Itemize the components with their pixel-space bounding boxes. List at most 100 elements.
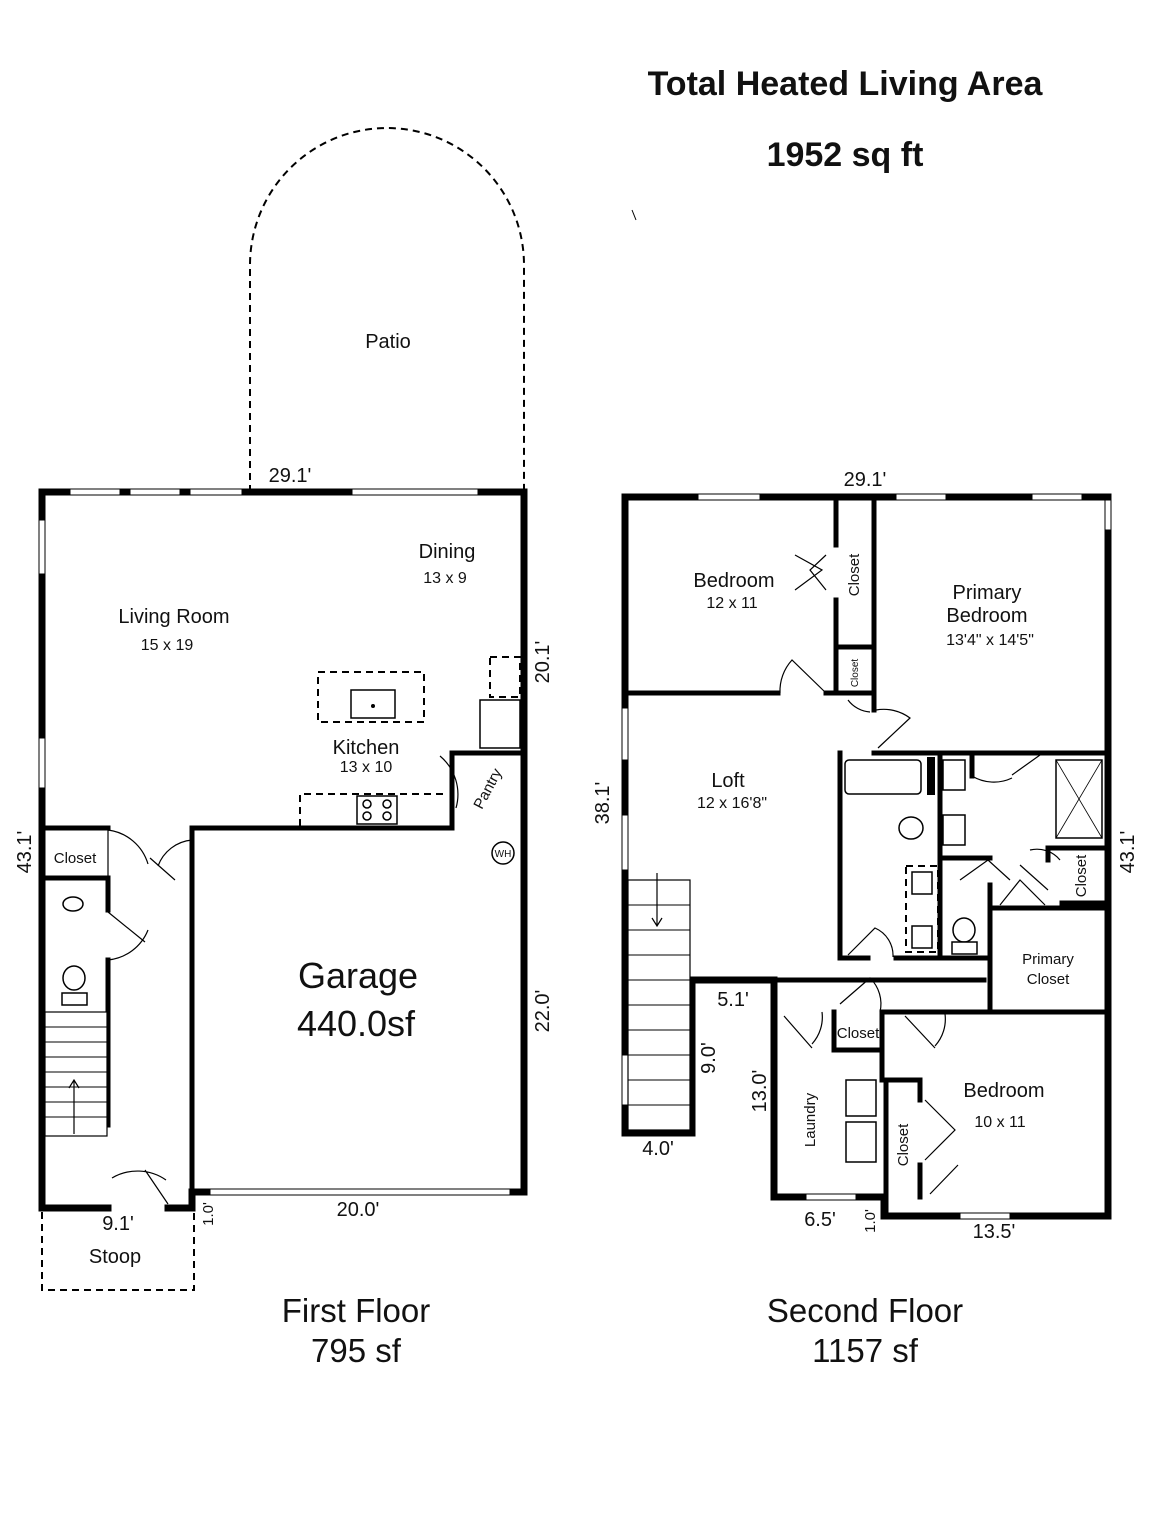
window (69, 488, 121, 496)
bedroom1-label: Bedroom (693, 570, 774, 592)
door-swing (111, 1169, 169, 1205)
primary-closet-label-line1: Primary (1022, 951, 1074, 968)
dimension-notch-top: 5.1' (717, 989, 749, 1011)
dimension-laundry-side: 13.0' (749, 1070, 771, 1113)
burner-icon (382, 799, 392, 809)
burner-icon (362, 799, 372, 809)
dimension-right-upper: 20.1' (532, 641, 554, 684)
bath-wall (837, 750, 871, 961)
sliding-door (351, 488, 479, 496)
primary-bedroom-size: 13'4" x 14'5" (946, 632, 1034, 649)
dining-label: Dining (419, 541, 476, 563)
dimension-right: 43.1' (1117, 831, 1139, 874)
sink-icon (942, 814, 966, 846)
door-swing (1019, 848, 1061, 891)
living-room-size: 15 x 19 (141, 637, 194, 654)
second-floor-label: Second Floor (767, 1292, 963, 1329)
second-floor-plan: Bedroom 12 x 11 Closet Closet Primary Be… (592, 469, 1139, 1369)
closet-small-label: Closet (850, 659, 861, 688)
sink-icon (911, 925, 933, 949)
primary-bedroom-label-line2: Bedroom (946, 605, 1027, 627)
door-swing (839, 977, 882, 1013)
bifold-door (794, 554, 827, 591)
stair-arrow-icon (68, 1078, 80, 1134)
toilet-icon (62, 965, 86, 991)
dimension-stair-bottom: 4.0' (642, 1138, 674, 1160)
bedroom2-size: 10 x 11 (974, 1114, 1025, 1131)
garage-wall (189, 825, 455, 1195)
closet-b2-label: Closet (895, 1123, 912, 1166)
sink-icon (942, 759, 966, 791)
window (129, 488, 181, 496)
shower-diagonal (1055, 759, 1103, 839)
vanity (905, 865, 939, 953)
sink-icon (62, 896, 84, 912)
door-swing (439, 755, 459, 809)
window (959, 1212, 1011, 1220)
door-swing (107, 911, 149, 961)
burner-icon (362, 811, 372, 821)
stair-arrow-icon (651, 873, 663, 928)
window (1104, 499, 1112, 531)
door-swing (971, 754, 1041, 783)
dimension-offset: 1.0' (862, 1209, 879, 1233)
window (621, 707, 629, 761)
kitchen-island (317, 671, 425, 723)
staircase (44, 1011, 108, 1137)
plan-title: Total Heated Living Area (648, 65, 1044, 103)
dimension-bedroom-bottom: 13.5' (973, 1221, 1016, 1243)
loft-label: Loft (711, 770, 745, 792)
stoop-outline (41, 1212, 195, 1291)
first-floor-plan: Patio (14, 127, 554, 1369)
door-swing (847, 927, 894, 958)
closet-b1-label: Closet (846, 553, 863, 596)
door-swing (783, 1011, 823, 1049)
first-floor-area: 795 sf (311, 1332, 402, 1369)
toilet-tank (951, 941, 978, 955)
second-floor-area: 1157 sf (812, 1332, 919, 1369)
bedroom1-size: 12 x 11 (706, 595, 757, 612)
primary-closet-label-line2: Closet (1027, 971, 1070, 988)
pantry-label: Pantry (470, 765, 506, 812)
cabinet-icon (479, 699, 521, 749)
first-floor-label: First Floor (282, 1292, 431, 1329)
kitchen-size: 13 x 10 (340, 759, 393, 776)
window (38, 519, 46, 575)
sink-drain (371, 704, 375, 708)
patio-outline (249, 127, 525, 492)
primary-bedroom-label-line1: Primary (953, 582, 1022, 604)
dimension-notch-side: 9.0' (698, 1042, 720, 1074)
dimension-offset: 1.0' (200, 1202, 217, 1226)
first-floor-exterior-walls (38, 488, 528, 1212)
door-swing (847, 699, 911, 749)
closet-wall (1045, 845, 1111, 906)
door-swing (779, 659, 827, 694)
closet-bath-label: Closet (1073, 854, 1090, 897)
window (621, 814, 629, 871)
door-swing (904, 1013, 946, 1049)
bathtub-icon (844, 759, 922, 795)
garage-door (209, 1188, 511, 1196)
window (189, 488, 243, 496)
garage-area: 440.0sf (297, 1003, 416, 1044)
range-icon (356, 795, 398, 825)
plan-total-area: 1952 sq ft (767, 136, 924, 174)
dimension-stoop: 9.1' (102, 1213, 134, 1235)
burner-icon (382, 811, 392, 821)
sink-icon (911, 871, 933, 895)
door-swing (959, 859, 1046, 906)
door-swing (107, 829, 149, 878)
window (805, 1193, 857, 1201)
garage-label: Garage (298, 955, 418, 996)
toilet-icon (952, 917, 976, 943)
stray-mark (631, 209, 637, 221)
living-room-label: Living Room (118, 606, 229, 628)
door-swing (149, 839, 193, 881)
wall-column (927, 757, 935, 795)
dimension-top: 29.1' (844, 469, 887, 491)
dimension-top: 29.1' (269, 465, 312, 487)
dimension-laundry-bottom: 6.5' (804, 1209, 836, 1231)
window (621, 1054, 629, 1106)
kitchen-label: Kitchen (333, 737, 400, 759)
